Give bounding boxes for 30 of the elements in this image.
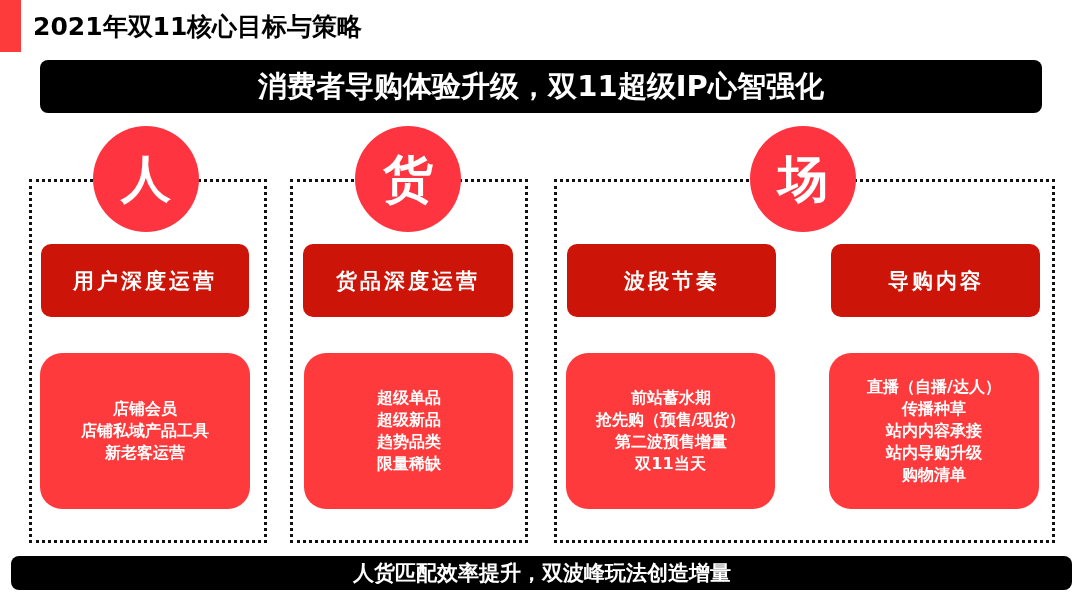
- content-box: [566, 353, 775, 509]
- list-item: 店铺会员: [113, 398, 177, 420]
- category-circle: 场: [750, 126, 856, 232]
- list-item: 超级单品: [376, 387, 441, 409]
- list-item: 店铺私域产品工具: [81, 420, 209, 442]
- list-item: 抢先购（预售/现货）: [595, 409, 746, 431]
- banner: 人货匹配效率提升，双波峰玩法创造增量: [11, 556, 1072, 590]
- list-item: 趋势品类: [376, 431, 441, 453]
- list-item: 第二波预售增量: [614, 431, 727, 453]
- list-item: 站内导购升级: [886, 442, 982, 464]
- header-box: 导购内容: [831, 244, 1040, 317]
- list-item: 新老客运营: [105, 442, 185, 464]
- banner: 消费者导购体验升级，双11超级IP心智强化: [40, 60, 1042, 113]
- list-item: 超级新品: [376, 409, 441, 431]
- header-box: 用户深度运营: [41, 244, 249, 317]
- list-item: 站内内容承接: [886, 420, 982, 442]
- header-box: 波段节奏: [567, 244, 776, 317]
- list-item: 传播种草: [902, 398, 966, 420]
- list-item: 双11当天: [635, 453, 706, 475]
- category-circle: 货: [355, 126, 461, 232]
- list-item: 购物清单: [902, 464, 966, 486]
- header-box: 货品深度运营: [303, 244, 513, 317]
- list-item: 限量稀缺: [376, 453, 441, 475]
- page-title: 2021年双11核心目标与策略: [33, 11, 363, 43]
- list-item: 前站蓄水期: [630, 387, 711, 409]
- content-box: [304, 353, 513, 509]
- content-box: [829, 353, 1039, 509]
- list-item: 直播（自播/达人）: [867, 376, 1001, 398]
- category-circle: 人: [93, 126, 199, 232]
- content-box: [40, 353, 250, 509]
